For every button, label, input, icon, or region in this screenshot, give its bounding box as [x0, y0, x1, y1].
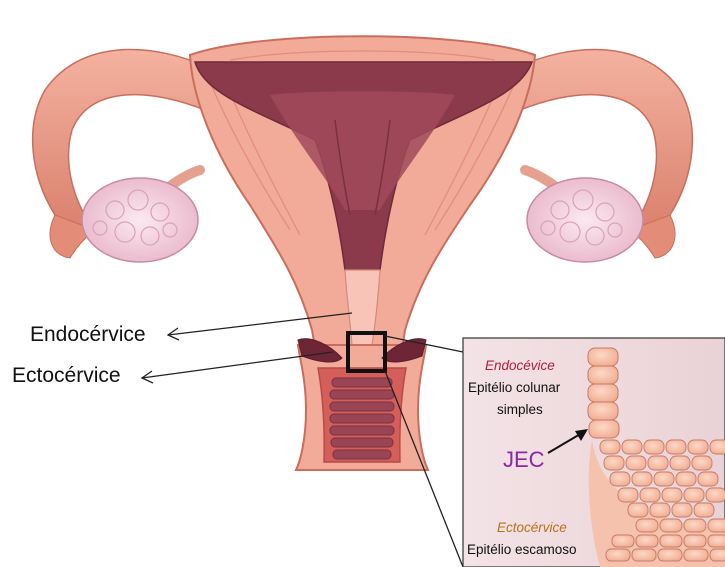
squamous-epithelium — [589, 440, 725, 567]
inset-endocervix-title: Endocévice — [485, 358, 555, 373]
junction-label: JEC — [503, 447, 545, 472]
right-ovary — [527, 178, 643, 262]
inset-ectocervix-title: Ectocérvice — [497, 520, 567, 535]
inset-endocervix-line2: simples — [497, 402, 543, 417]
endocervix-label: Endocérvice — [30, 323, 146, 346]
left-ovary — [82, 178, 198, 262]
inset-ectocervix-desc: Epitélio escamoso — [467, 542, 577, 557]
columnar-epithelium — [588, 348, 619, 438]
magnified-inset: Endocévice Epitélio colunar simples JEC … — [463, 338, 725, 567]
vagina — [296, 345, 428, 470]
inset-endocervix-line1: Epitélio colunar — [468, 380, 561, 395]
ectocervix-label: Ectocérvice — [12, 364, 121, 387]
